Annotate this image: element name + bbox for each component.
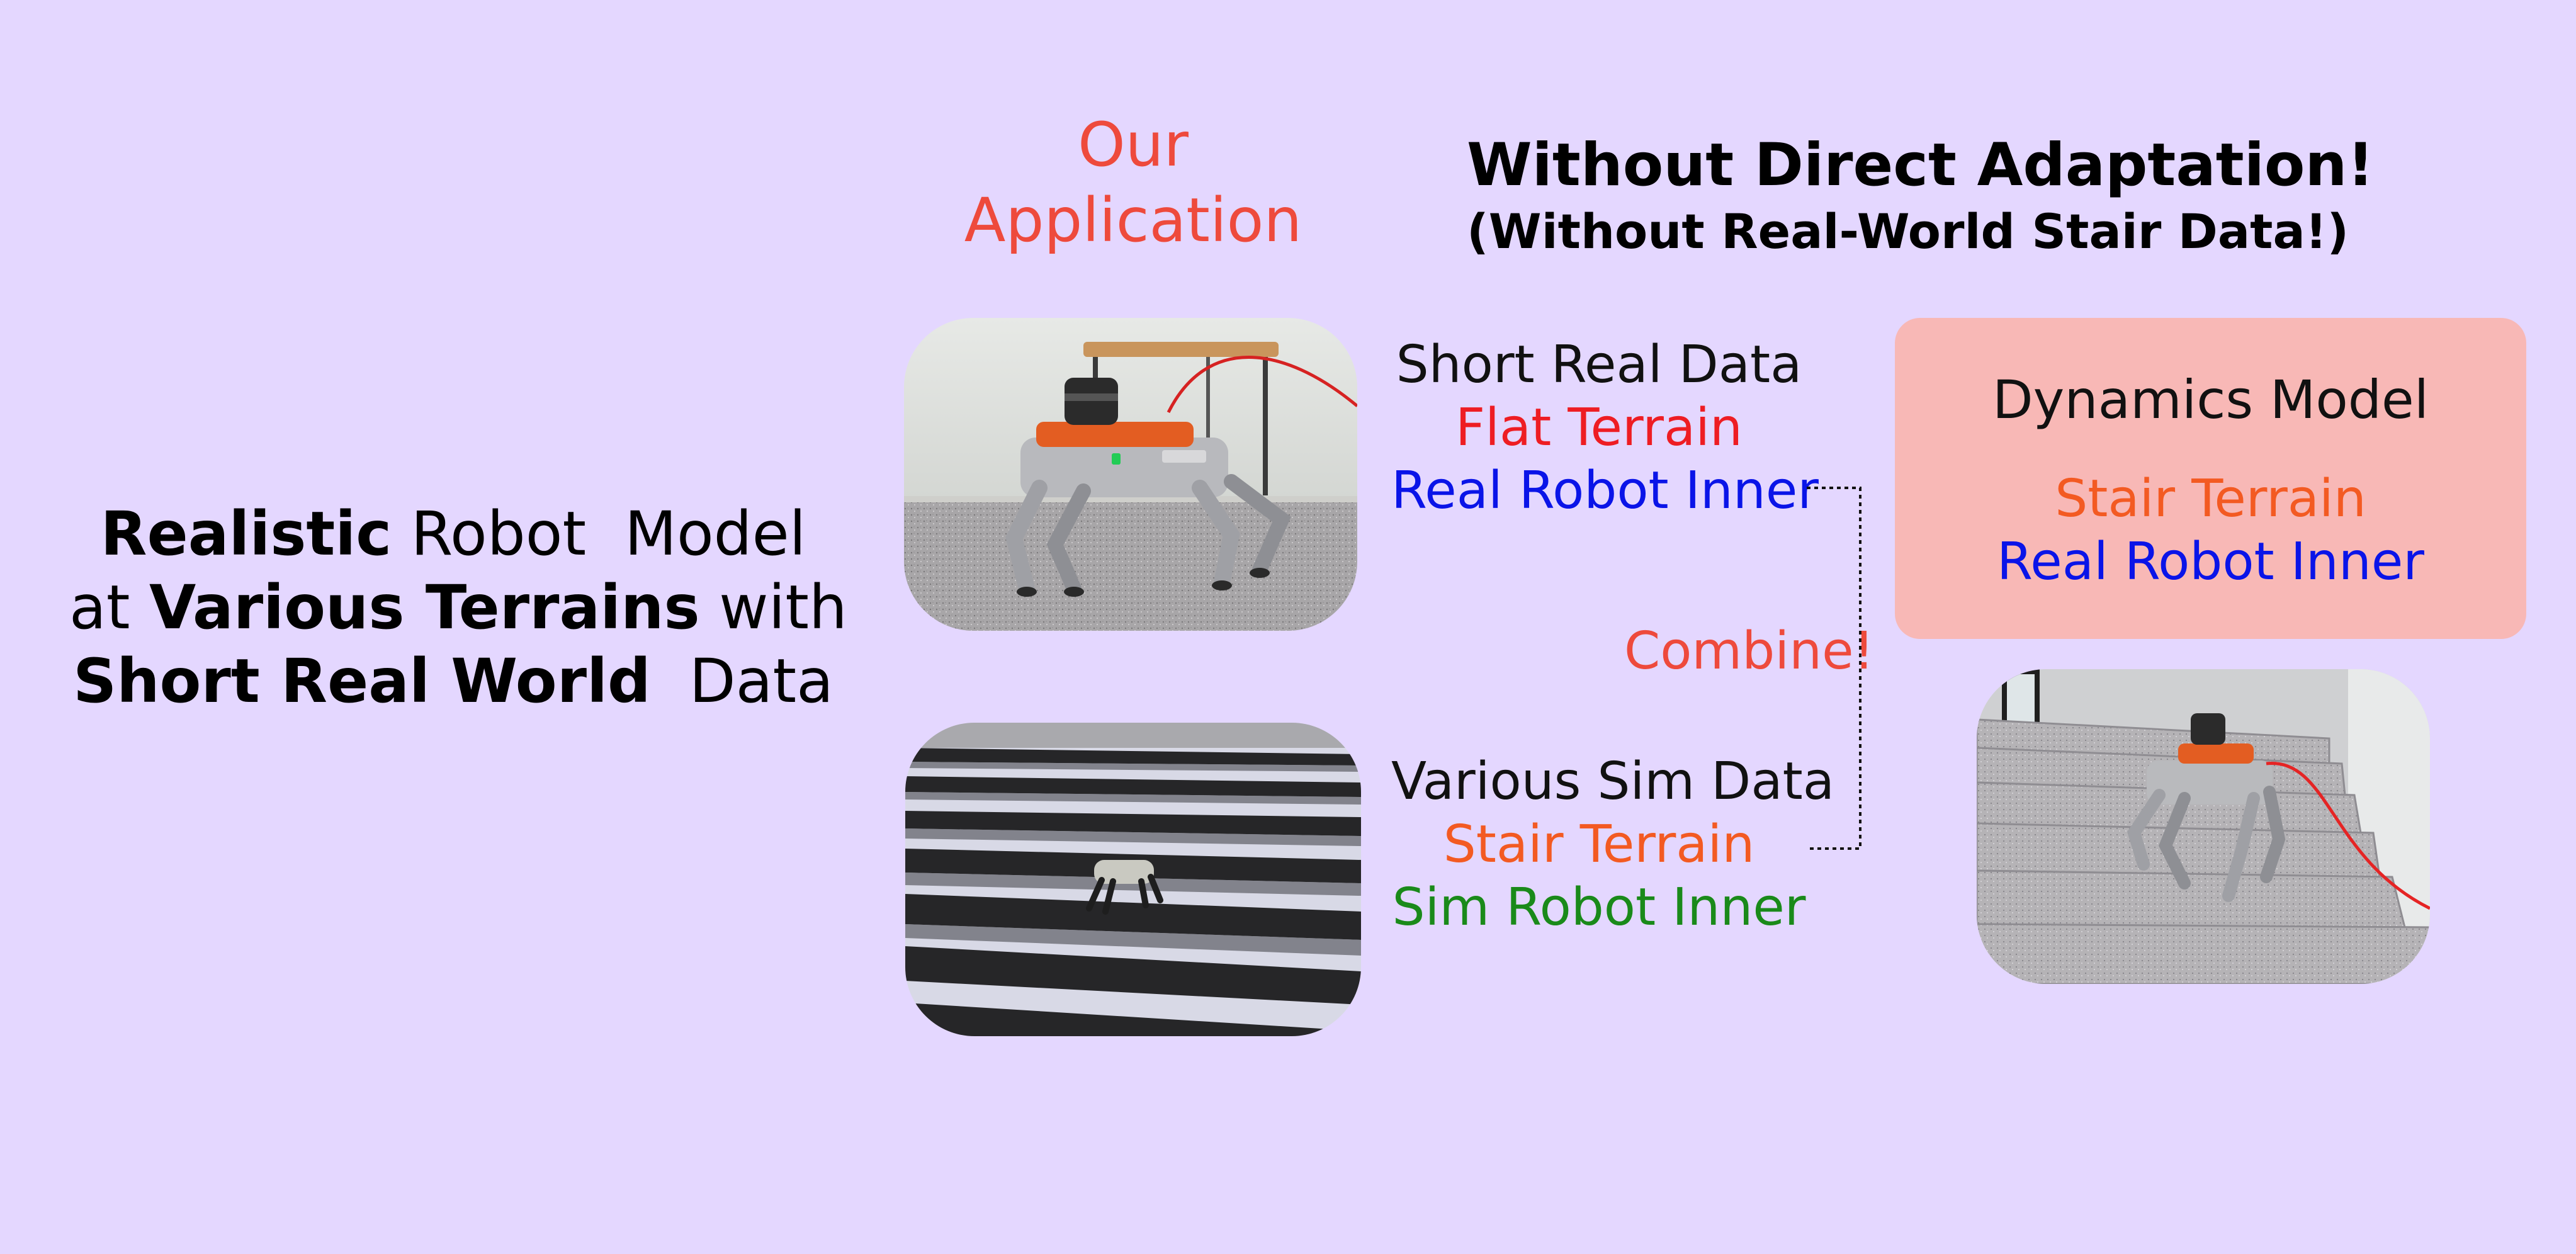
statement-bold-realistic: Realistic [100, 499, 392, 569]
statement-line-1: Realistic Robot Model [69, 497, 837, 571]
statement-text-with: with [699, 572, 847, 643]
headline-sub: (Without Real-World Stair Data!) [1467, 203, 2349, 259]
sim-data-inner: Sim Robot Inner [1392, 878, 1806, 937]
real-robot-flat-photo [904, 318, 1357, 631]
statement-bold-short-real-world: Short Real World [73, 646, 651, 716]
sim-data-terrain: Stair Terrain [1443, 815, 1755, 874]
application-title-line-1: Our [1078, 110, 1189, 180]
statement-bold-various-terrains: Various Terrains [149, 572, 700, 643]
sim-data-group: Various Sim Data Stair Terrain Sim Robot… [1391, 750, 1834, 939]
statement-line-2: at Various Terrains with [69, 571, 847, 645]
dynamics-model-title: Dynamics Model [1992, 369, 2429, 431]
sim-data-label: Various Sim Data [1391, 752, 1834, 811]
application-title: Our Application [938, 107, 1328, 258]
statement-text-data: Data [650, 646, 833, 716]
real-data-inner: Real Robot Inner [1391, 461, 1819, 521]
dynamics-model-terrain: Stair Terrain [2055, 469, 2366, 529]
statement-text-robot-model: Robot Model [392, 499, 806, 569]
statement-text-at: at [69, 572, 149, 643]
real-data-group: Short Real Data Flat Terrain Real Robot … [1391, 334, 1819, 522]
statement-line-3: Short Real World Data [69, 645, 837, 718]
headline-main: Without Direct Adaptation! [1467, 131, 2375, 200]
combine-label: Combine! [1624, 621, 1875, 681]
left-statement: Realistic Robot Model at Various Terrain… [69, 497, 847, 718]
sim-robot-render [905, 723, 1361, 1036]
real-robot-stairs-illustration [1977, 669, 2430, 984]
real-data-label: Short Real Data [1396, 335, 1802, 395]
headline: Without Direct Adaptation! (Without Real… [1467, 129, 2375, 261]
real-data-terrain: Flat Terrain [1455, 398, 1743, 458]
dynamics-model-box: Dynamics Model Stair Terrain Real Robot … [1895, 318, 2526, 639]
sim-terrain-illustration [905, 723, 1361, 1036]
real-robot-stairs-photo [1977, 669, 2430, 984]
real-robot-flat-illustration [904, 318, 1357, 631]
dynamics-model-inner: Real Robot Inner [1996, 532, 2425, 592]
application-title-line-2: Application [964, 185, 1302, 256]
